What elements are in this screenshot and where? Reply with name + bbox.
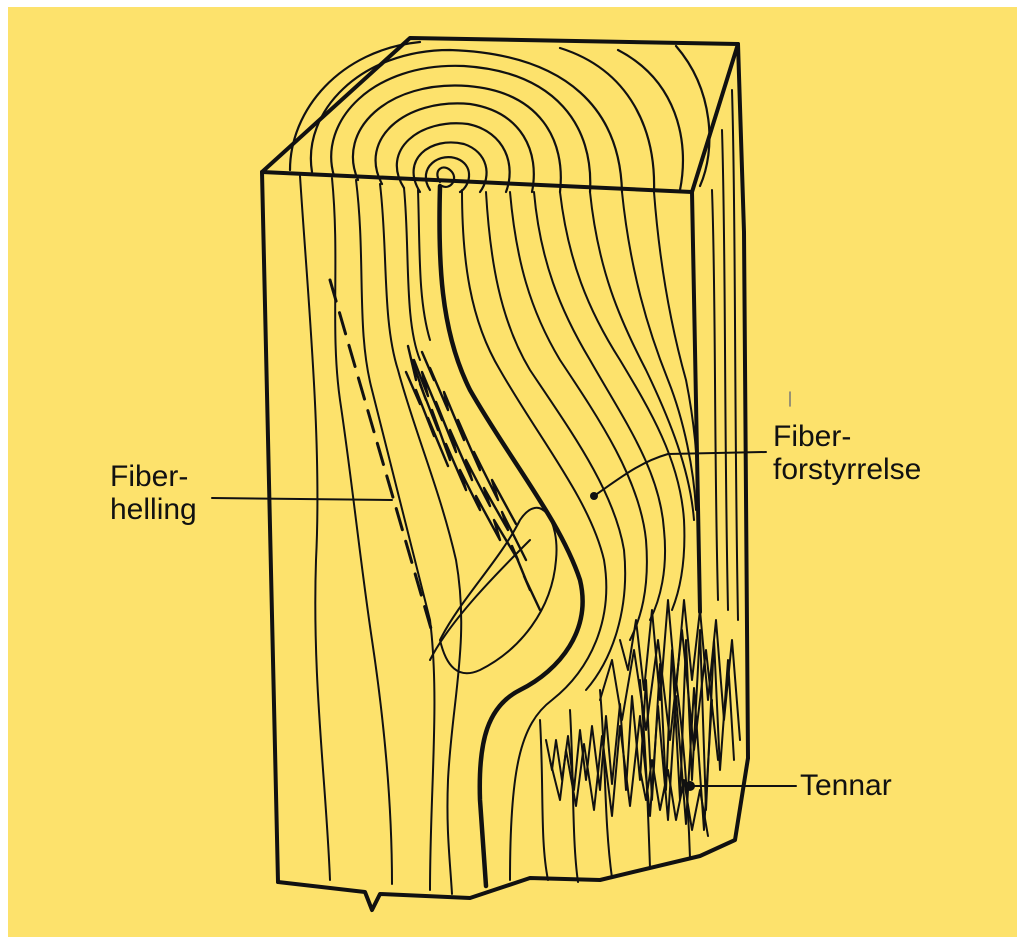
leader-dot-fiber-forstyrrelse bbox=[590, 492, 598, 500]
label-fiber-forstyrrelse: Fiber- forstyrrelse bbox=[773, 420, 921, 486]
torn-fibres bbox=[406, 346, 540, 610]
leader-dot-tennar bbox=[685, 781, 695, 791]
label-fiber-helling: Fiber- helling bbox=[110, 460, 197, 526]
grain-lines bbox=[300, 90, 738, 894]
growth-rings bbox=[290, 42, 709, 192]
label-fiber-helling-line2: helling bbox=[110, 493, 197, 526]
label-fiber-forstyrrelse-line1: Fiber- bbox=[773, 420, 921, 453]
label-fiber-helling-line1: Fiber- bbox=[110, 460, 197, 493]
label-tennar: Tennar bbox=[800, 769, 892, 802]
label-fiber-forstyrrelse-line2: forstyrrelse bbox=[773, 453, 921, 486]
fiber-slope-dashed-line bbox=[330, 280, 432, 632]
